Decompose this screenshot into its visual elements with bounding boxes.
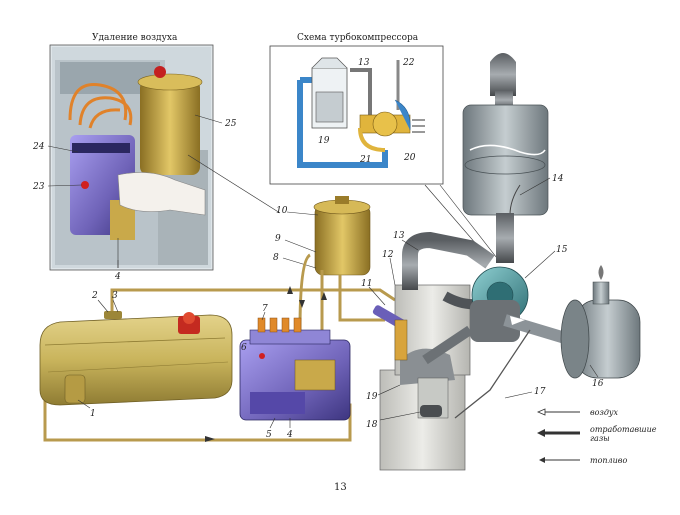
turbo-scheme-inset: Схема турбокомпрессора 13 22 19 21 20 <box>269 32 444 185</box>
rod-17 <box>454 329 531 419</box>
hand-illustration <box>117 172 206 216</box>
turbo-scheme-caption: Схема турбокомпрессора <box>297 32 419 43</box>
air-removal-inset: Удаление воздуха 25 24 23 <box>32 33 237 271</box>
label-13-inset: 13 <box>358 58 370 68</box>
label-16: 16 <box>592 379 604 389</box>
label-17: 17 <box>534 387 546 397</box>
label-4-inset: 4 <box>114 272 121 282</box>
turbocompressor-15: 15 <box>422 245 568 365</box>
legend: воздух отработавшие газы топливо <box>536 408 657 465</box>
callout-line-10 <box>187 154 281 214</box>
air-removal-caption: Удаление воздуха <box>92 33 178 43</box>
muffler-16: 16 <box>560 265 641 389</box>
label-19: 19 <box>366 392 378 402</box>
legend-exhaust-1: отработавшие <box>590 425 657 434</box>
label-5: 5 <box>266 430 272 440</box>
fuel-tank-3: 2 3 1 <box>39 291 233 419</box>
label-19-inset: 19 <box>318 136 330 146</box>
label-8: 8 <box>273 253 279 263</box>
label-6: 6 <box>241 343 247 353</box>
label-25: 25 <box>224 119 237 129</box>
label-10: 10 <box>276 206 288 216</box>
label-9: 9 <box>275 234 281 244</box>
label-21: 21 <box>359 155 371 165</box>
injection-pump-6: 7 6 5 4 <box>239 304 351 440</box>
air-cleaner-14: 14 <box>462 53 564 263</box>
label-24: 24 <box>32 142 45 152</box>
page-number: 13 <box>334 482 347 493</box>
flow-arrows <box>205 286 327 442</box>
legend-fuel: топливо <box>590 456 627 465</box>
label-22: 22 <box>402 58 415 68</box>
label-2: 2 <box>91 291 98 301</box>
label-12: 12 <box>382 250 394 260</box>
label-3: 3 <box>112 291 118 301</box>
label-23: 23 <box>32 182 45 192</box>
label-11: 11 <box>361 279 372 289</box>
legend-exhaust-2: газы <box>590 434 610 443</box>
legend-air: воздух <box>590 408 619 417</box>
label-4: 4 <box>286 430 293 440</box>
label-18: 18 <box>366 420 378 430</box>
filter-25-inset <box>140 80 200 175</box>
label-1: 1 <box>90 409 96 419</box>
label-20: 20 <box>403 153 416 163</box>
label-15: 15 <box>556 245 568 255</box>
engine-block: 13 12 11 19 18 <box>361 231 495 471</box>
fuel-filter-10: 10 9 8 <box>273 196 371 276</box>
label-14: 14 <box>552 174 564 184</box>
label-7: 7 <box>262 304 268 314</box>
label-13: 13 <box>393 231 405 241</box>
